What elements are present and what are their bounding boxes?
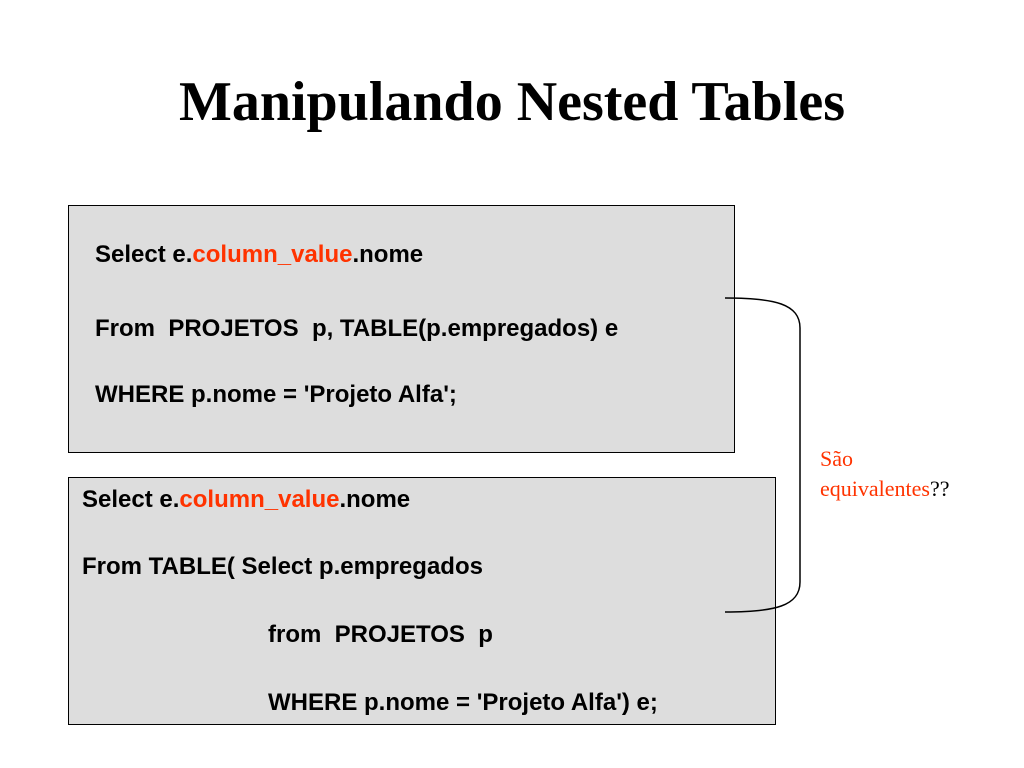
slide-title: Manipulando Nested Tables bbox=[179, 71, 845, 133]
equivalence-note: São equivalentes?? bbox=[820, 444, 950, 504]
query2-from-line: From TABLE( Select p.empregados bbox=[82, 553, 483, 580]
query2-highlight-column-value: column_value bbox=[179, 486, 340, 513]
note-question-marks: ?? bbox=[929, 476, 950, 501]
query1-select-line: Select e.column_value.nome bbox=[95, 241, 423, 269]
query2-select-line: Select e.column_value.nome bbox=[82, 486, 410, 514]
query1-select-prefix: Select e. bbox=[95, 241, 193, 268]
query2-where-line: WHERE p.nome = 'Projeto Alfa') e; bbox=[268, 689, 658, 716]
note-line-1: São bbox=[820, 446, 853, 471]
note-line-2: equivalentes?? bbox=[820, 474, 950, 504]
query-box-1: Select e.column_value.nome From PROJETOS… bbox=[68, 205, 735, 453]
query1-from-line: From PROJETOS p, TABLE(p.empregados) e bbox=[95, 315, 619, 342]
query-box-2: Select e.column_value.nome From TABLE( S… bbox=[68, 477, 776, 725]
query2-subquery-from-line: from PROJETOS p bbox=[268, 621, 493, 648]
right-brace-connector bbox=[724, 297, 801, 613]
query2-select-prefix: Select e. bbox=[82, 486, 180, 513]
query1-select-suffix: .nome bbox=[352, 241, 424, 268]
query1-where-line: WHERE p.nome = 'Projeto Alfa'; bbox=[95, 381, 457, 408]
query2-select-suffix: .nome bbox=[339, 486, 411, 513]
query1-highlight-column-value: column_value bbox=[192, 241, 353, 268]
note-equivalentes: equivalentes bbox=[820, 476, 930, 501]
